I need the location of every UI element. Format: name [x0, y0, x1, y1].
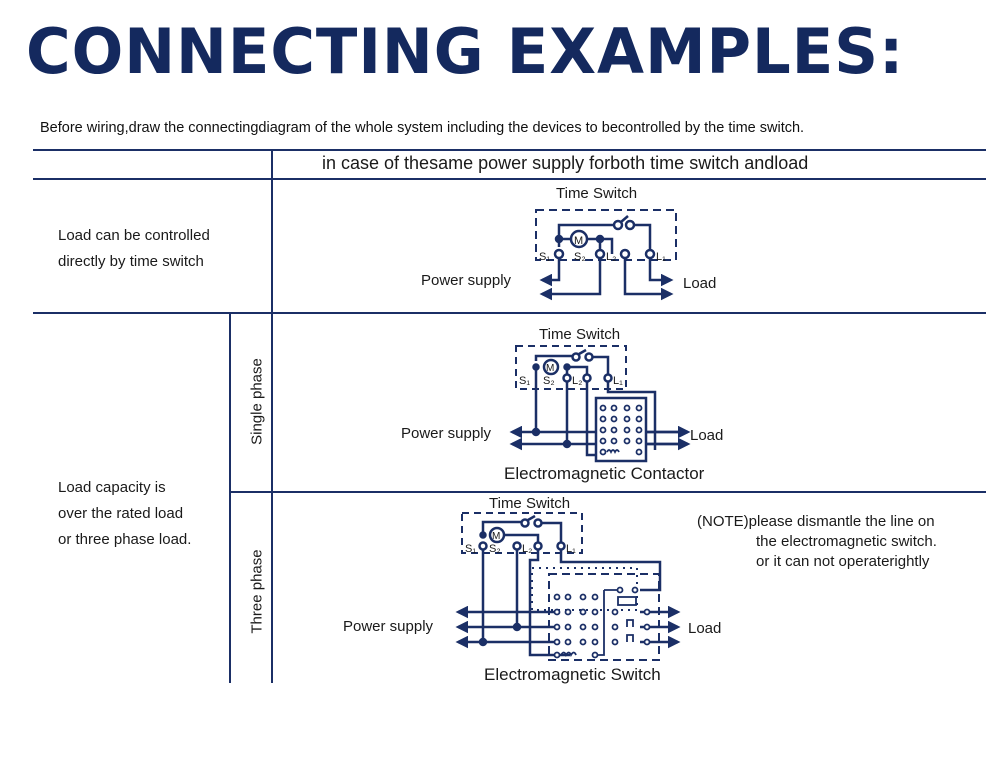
svg-text:L₁: L₁ [613, 375, 623, 387]
d3-switch-box [548, 573, 660, 661]
row1-description-line1: Load can be controlled [58, 227, 210, 244]
phase-column-divider [229, 312, 231, 683]
d2-load-label: Load [690, 427, 723, 444]
svg-text:M: M [546, 363, 554, 374]
column-divider [271, 149, 273, 683]
table-top-border [33, 149, 986, 151]
svg-text:S₂: S₂ [543, 375, 555, 387]
row2-description-line1: Load capacity is [58, 479, 166, 496]
d3-device-label: Time Switch [489, 495, 570, 512]
svg-text:L₂: L₂ [522, 543, 532, 555]
d3-time-switch-box [461, 512, 583, 554]
d2-contactor-label: Electromagnetic Contactor [504, 464, 705, 483]
three-phase-diagram: Time Switch M S₁ S₂ L₂ L₁ [343, 495, 721, 684]
d3-switch-label: Electromagnetic Switch [484, 665, 661, 684]
row2-description-line2: over the rated load [58, 505, 184, 522]
row1-description-line2: directly by time switch [58, 253, 204, 270]
table-header: in case of thesame power supply forboth … [322, 153, 809, 173]
d2-device-label: Time Switch [539, 326, 620, 343]
note-line2: the electromagnetic switch. [756, 533, 937, 550]
svg-text:M: M [492, 531, 500, 542]
d1-load-label: Load [683, 275, 716, 292]
svg-text:S₂: S₂ [489, 543, 501, 555]
svg-text:L₂: L₂ [606, 251, 616, 263]
svg-text:S₂: S₂ [574, 251, 586, 263]
d1-time-switch-box [535, 209, 677, 261]
d2-power-supply-label: Power supply [401, 425, 492, 442]
note-line3: or it can not operaterightly [756, 553, 930, 570]
svg-text:L₂: L₂ [572, 375, 582, 387]
phase-divider [230, 491, 986, 493]
d3-power-supply-label: Power supply [343, 618, 434, 635]
svg-text:L₁: L₁ [566, 543, 576, 555]
d3-load-label: Load [688, 620, 721, 637]
row1-bottom-border [33, 312, 986, 314]
header-bottom-border [33, 178, 986, 180]
d1-device-label: Time Switch [556, 185, 637, 202]
single-phase-diagram: Time Switch M S₁ S₂ L₂ L₁ [401, 326, 723, 483]
svg-text:L₁: L₁ [656, 251, 666, 263]
d1-power-supply-label: Power supply [421, 272, 512, 289]
d1-contact [624, 219, 636, 231]
row2-description-line3: or three phase load. [58, 531, 192, 548]
svg-text:S₁: S₁ [519, 375, 530, 387]
page-title: CONNECTING EXAMPLES: [26, 15, 905, 88]
d2-time-switch-box [515, 345, 627, 390]
direct-diagram: Time Switch M S₁ S₂ L₂ L₁ Power supply L… [421, 185, 716, 301]
svg-text:M: M [574, 235, 583, 247]
d1-contact [612, 219, 624, 231]
d2-motor-icon [542, 358, 560, 376]
svg-text:S₁: S₁ [539, 251, 550, 263]
intro-text: Before wiring,draw the connectingdiagram… [40, 120, 805, 136]
svg-text:S₁: S₁ [465, 543, 476, 555]
note-line1: (NOTE)please dismantle the line on [697, 513, 935, 530]
